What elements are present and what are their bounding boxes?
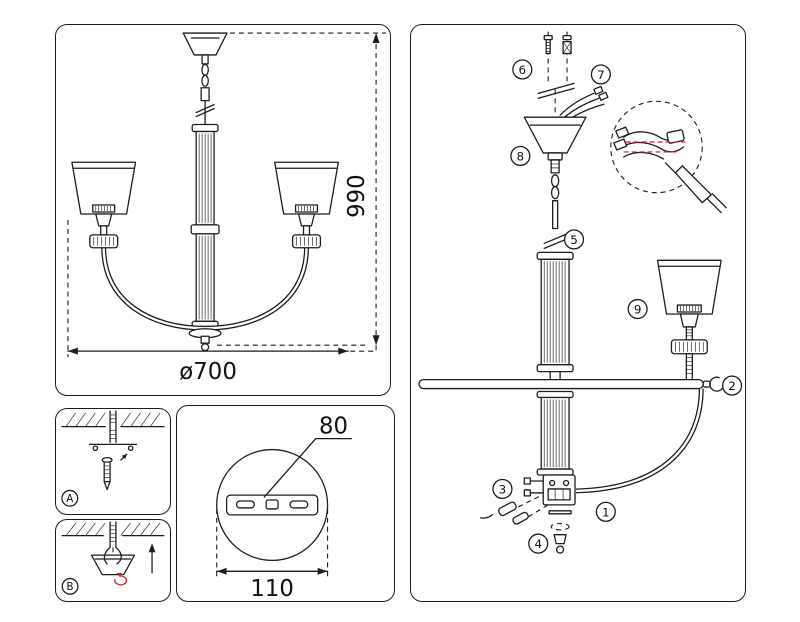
callout-3-label: 3: [499, 482, 507, 496]
curved-arm: [575, 388, 704, 494]
callout-3-badge: 3: [492, 478, 513, 500]
callout-1-badge: 1: [595, 501, 616, 522]
callout-6-label: 6: [519, 63, 527, 77]
canopy-cup: [90, 546, 136, 576]
step-a-label: A: [66, 493, 73, 505]
step-b-badge: B: [61, 577, 79, 595]
diameter-dimension: ø700: [67, 219, 377, 385]
cross-arm: [418, 376, 723, 392]
panel-mounting-step-b: B: [55, 519, 171, 602]
ceiling-slab: [61, 412, 165, 428]
retaining-clip-icon: [709, 376, 723, 392]
tighten-rotation-arrow: [114, 572, 128, 586]
chandelier-drawing: [71, 32, 339, 352]
right-shade: [274, 161, 339, 249]
step-a-badge: A: [61, 489, 79, 507]
callout-1-label: 1: [602, 505, 610, 519]
screwdriver-icon: [664, 162, 727, 214]
detail-circle: [216, 448, 329, 562]
panel-mounting-step-a: A: [55, 408, 171, 515]
panel-mounting-plate-detail: 80 110: [176, 405, 395, 602]
plate-width-dimension: 110: [216, 508, 329, 601]
shade-assembly: [656, 259, 722, 381]
hanging-pipe: [88, 410, 138, 452]
ceiling-slab: [61, 522, 165, 537]
column-lower: [536, 390, 574, 476]
height-dimension: 990: [217, 32, 387, 346]
height-dimension-label: 990: [344, 174, 370, 218]
panel-overview-dimensions: 990 ø700: [55, 24, 391, 396]
ceiling-screws: [537, 31, 575, 116]
terminal-screws: [479, 494, 549, 525]
callout-8-badge: 8: [510, 145, 531, 167]
callout-2-badge: 2: [721, 375, 743, 396]
callout-8-label: 8: [517, 149, 525, 163]
callout-4-label: 4: [534, 537, 542, 551]
anchor-screw: [101, 453, 128, 491]
canopy: [523, 116, 587, 174]
hanging-pipe: [109, 521, 117, 556]
callout-5-badge: 5: [563, 229, 585, 250]
callout-9-badge: 9: [627, 298, 648, 320]
callout-2-label: 2: [728, 379, 736, 393]
callout-4-badge: 4: [528, 533, 549, 554]
callout-6-badge: 6: [512, 59, 533, 80]
callout-5-label: 5: [570, 233, 578, 247]
left-shade: [71, 161, 137, 249]
column-upper: [536, 251, 574, 381]
wiring-detail-circle: [610, 100, 727, 214]
supply-wires: [559, 85, 609, 122]
lift-direction-arrow: [148, 543, 156, 574]
mounting-plate: [225, 494, 319, 516]
chain: [543, 174, 569, 250]
callout-9-label: 9: [634, 302, 642, 316]
hub-junction: [523, 474, 576, 506]
callout-7-label: 7: [597, 68, 605, 82]
diameter-dimension-label: ø700: [179, 359, 237, 385]
hole-spacing-label: 80: [319, 414, 348, 440]
hole-spacing-dimension: 80: [263, 414, 352, 498]
bottom-finial-parts: [548, 510, 572, 554]
callout-7-badge: 7: [590, 64, 611, 85]
panel-assembly-exploded-view: 6 7: [410, 24, 746, 602]
step-b-label: B: [67, 581, 74, 593]
plate-width-label: 110: [250, 576, 293, 601]
